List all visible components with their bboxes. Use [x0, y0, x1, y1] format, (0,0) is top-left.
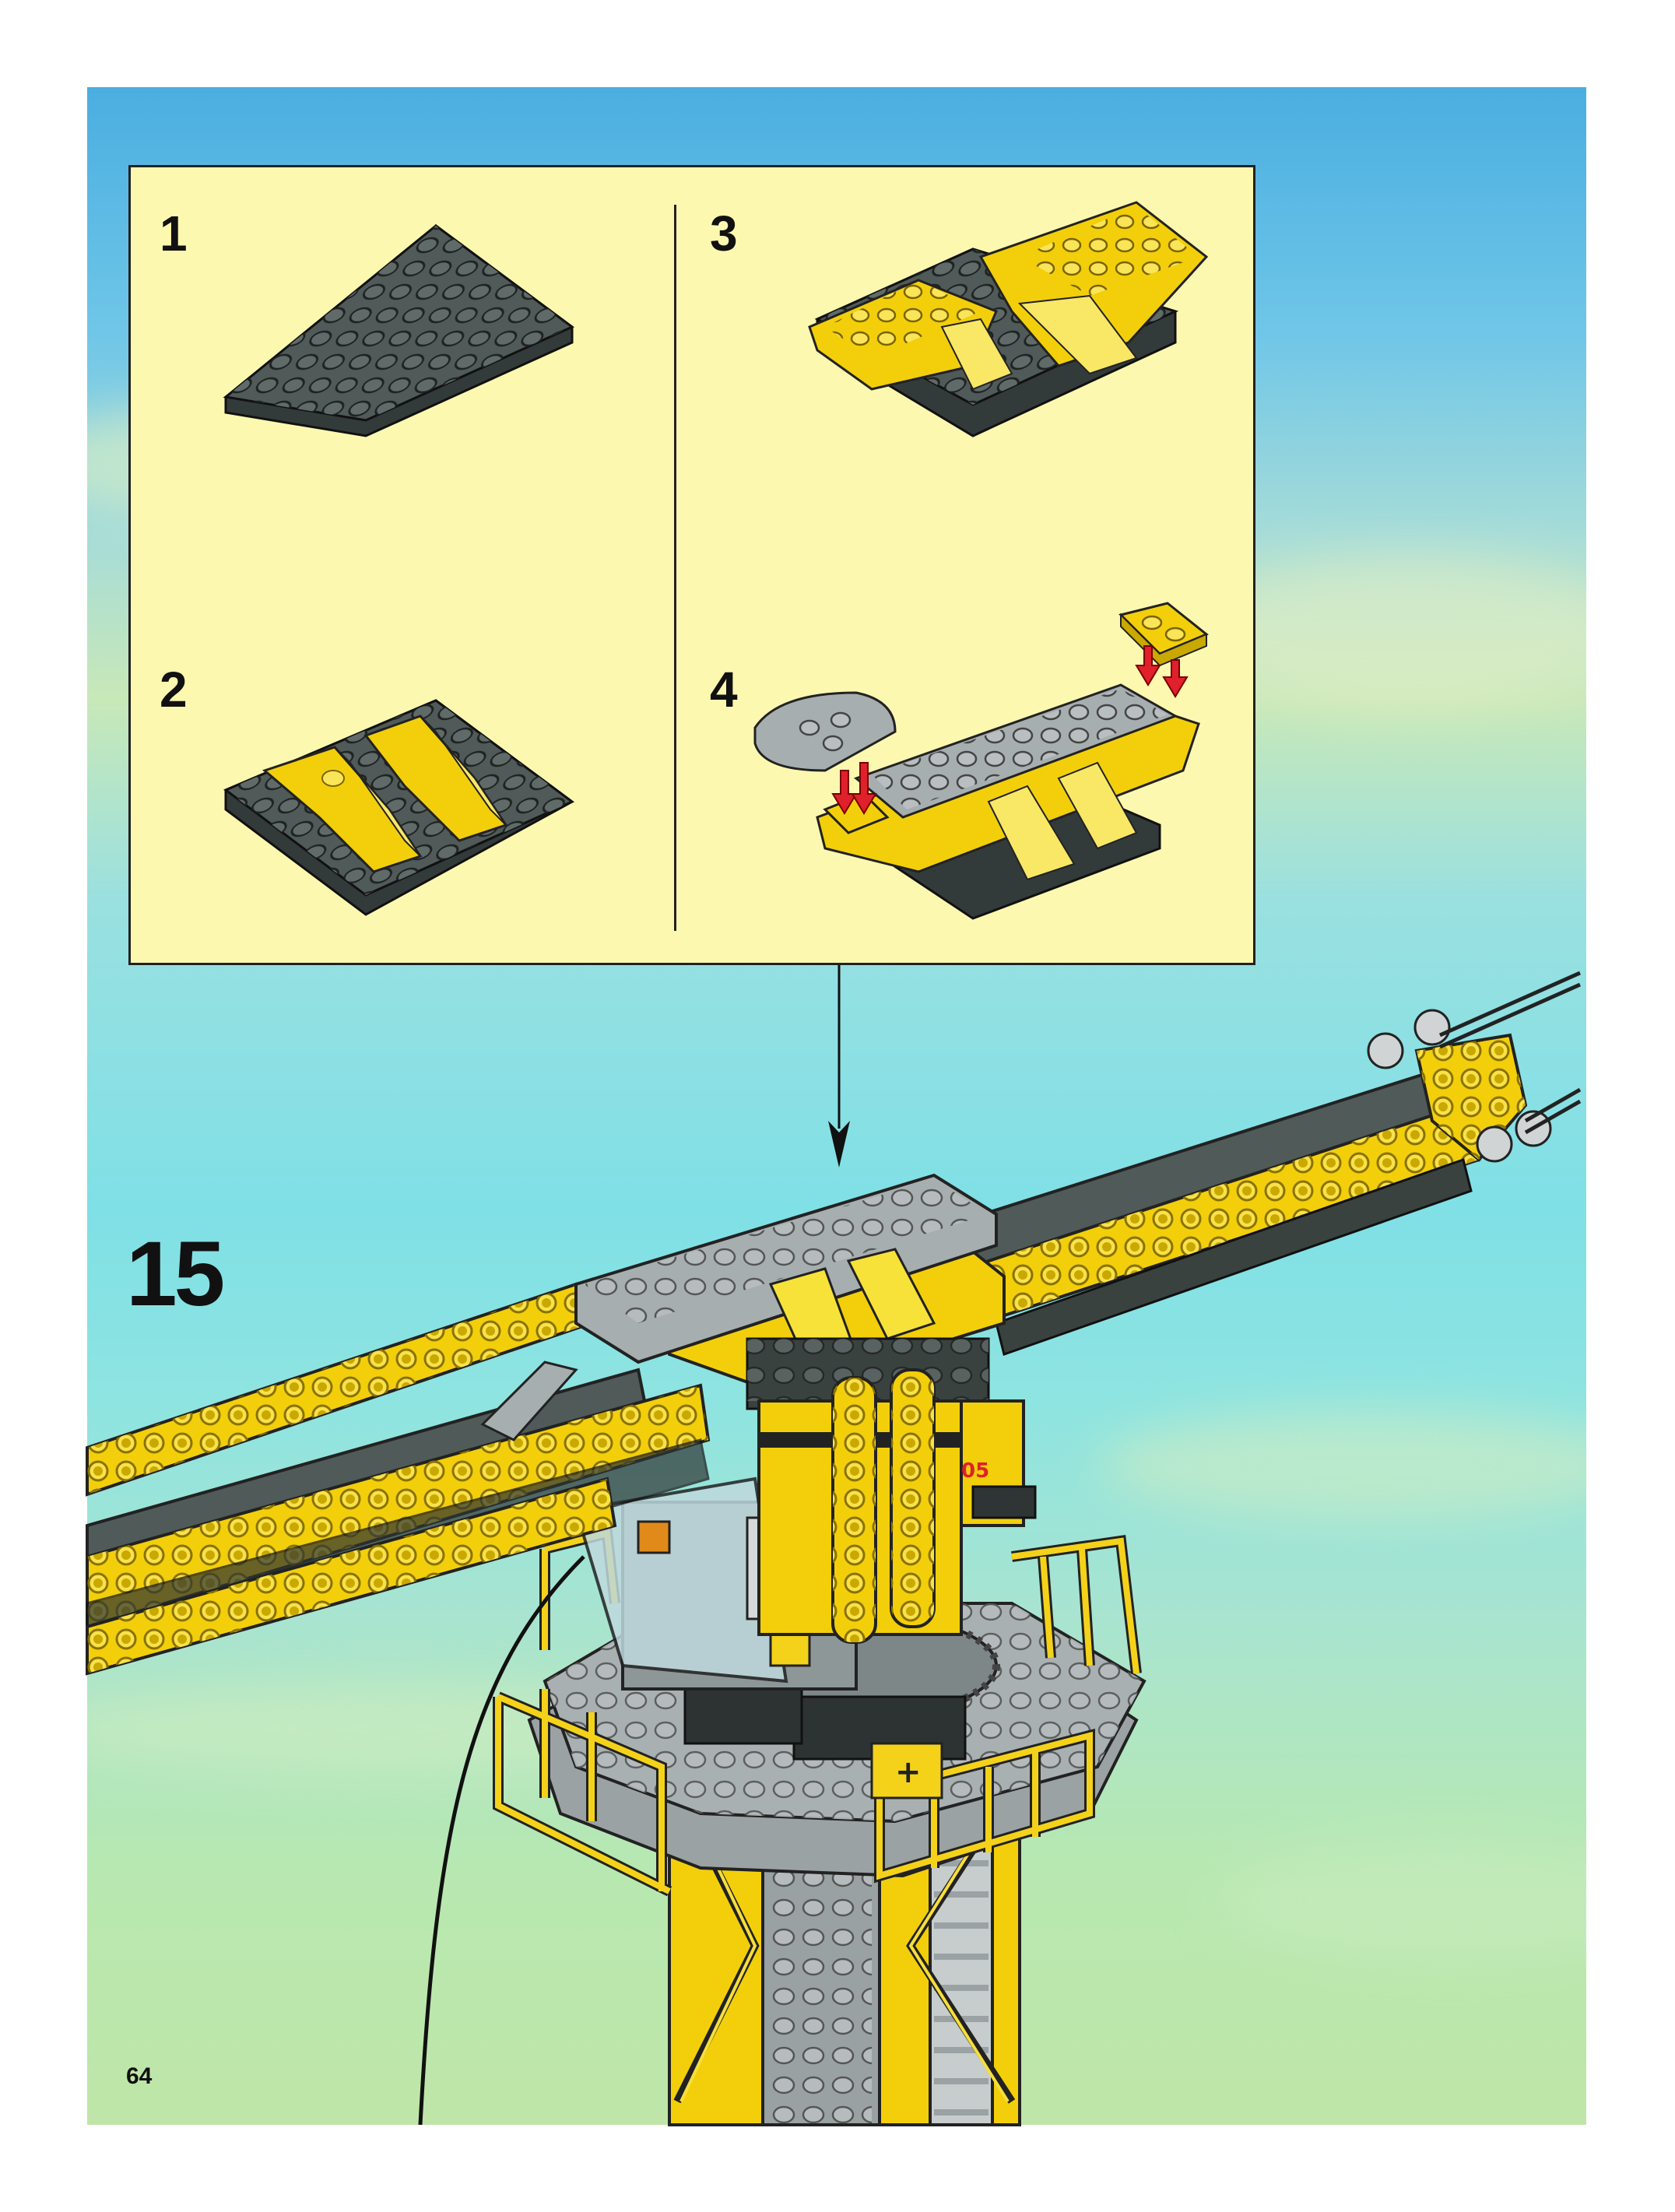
svg-text:05: 05 — [961, 1459, 989, 1483]
placement-arrow — [828, 965, 850, 1167]
substep-3-assembly — [808, 201, 1209, 437]
step-number: 15 — [126, 1223, 225, 1325]
substep-number-4: 4 — [710, 662, 738, 718]
substep-number-2: 2 — [160, 662, 188, 718]
page-number: 64 — [126, 2063, 153, 2089]
power-cable — [418, 1555, 585, 2126]
crane-jib-right — [932, 971, 1582, 1356]
top-assembly-on-model: 05 — [574, 1173, 1037, 1644]
red-placement-arrows — [831, 645, 1189, 815]
svg-text:+: + — [895, 1754, 922, 1790]
substep-1-dark-gray-plate — [223, 223, 574, 437]
substep-number-1: 1 — [160, 205, 188, 262]
crane-jib-left — [86, 1282, 711, 1676]
substep-2-plate-with-slopes — [223, 699, 574, 916]
substep-4-assembly — [753, 602, 1209, 920]
substep-number-3: 3 — [710, 205, 738, 262]
callout-divider — [674, 205, 676, 931]
